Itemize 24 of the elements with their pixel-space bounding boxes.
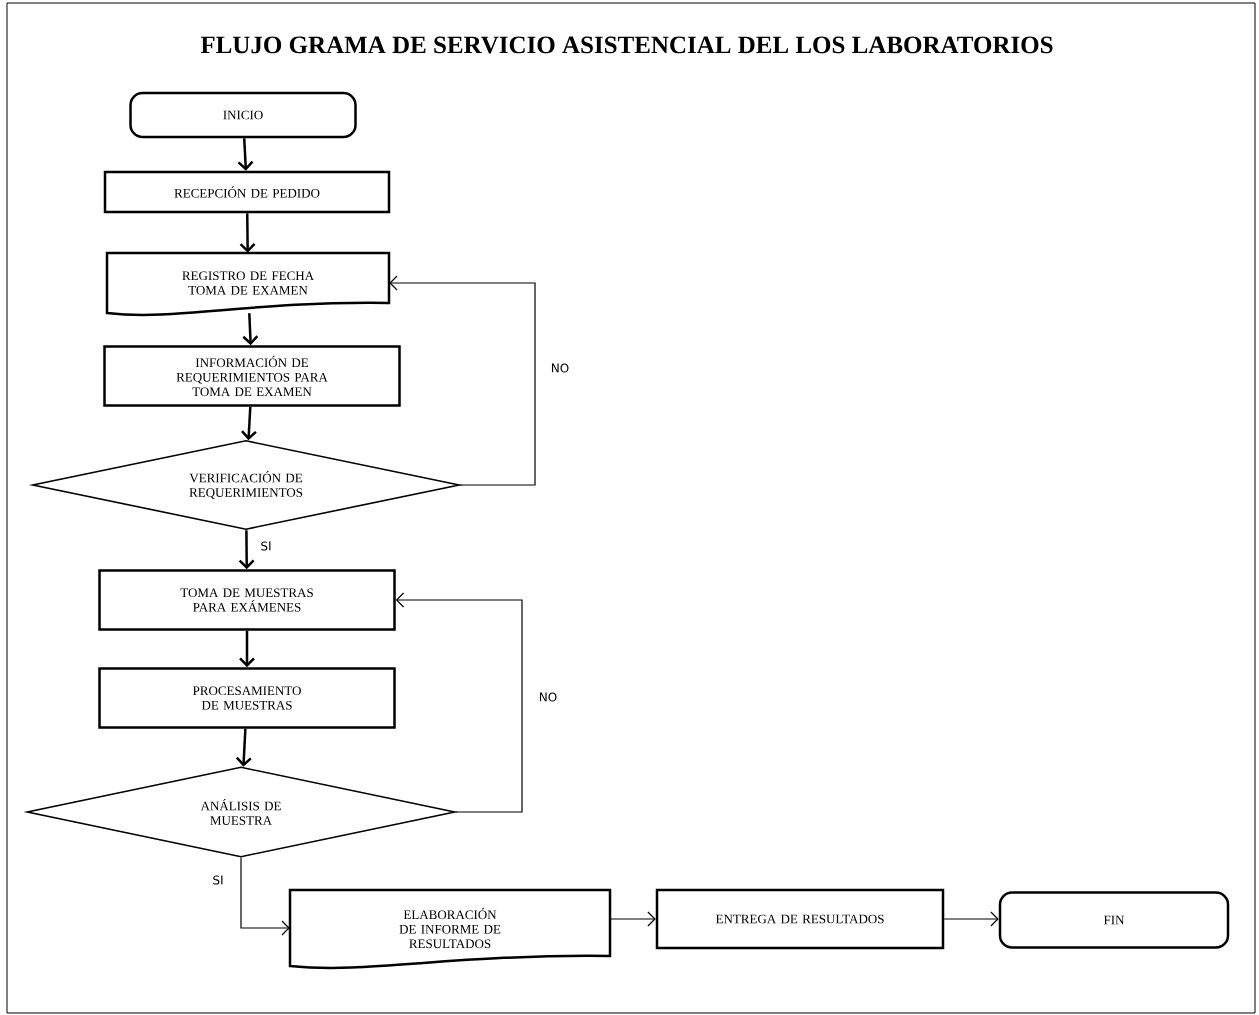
arrow <box>237 138 254 171</box>
arrow <box>239 630 255 668</box>
terminal-box: INICIO <box>129 91 357 139</box>
edge-label: NO <box>537 691 559 703</box>
arrow <box>395 592 523 813</box>
title: FLUJO GRAMA DE SERVICIO ASISTENCIAL DEL LOS LABORATORIOS <box>200 36 1053 54</box>
process-box: ENTREGA DE RESULTADOS <box>655 888 945 950</box>
process-box: PROCESAMIENTO DE MUESTRAS <box>98 667 396 729</box>
edge-label: SI <box>211 874 225 886</box>
arrow <box>239 213 256 253</box>
terminal-box: FIN <box>998 891 1230 949</box>
edge-label: SI <box>259 540 273 552</box>
arrow <box>235 728 252 767</box>
process-box: TOMA DE MUESTRAS PARA EXÁMENES <box>98 569 396 631</box>
arrow <box>241 406 257 441</box>
arrow <box>238 530 255 570</box>
arrow <box>242 313 259 346</box>
arrow <box>389 275 536 486</box>
arrow <box>609 911 656 927</box>
process-box: RECEPCIÓN DE PEDIDO <box>103 170 391 214</box>
arrow <box>943 911 999 927</box>
edge-label: NO <box>549 362 571 374</box>
arrow <box>240 857 290 936</box>
process-box: INFORMACIÓN DE REQUERIMIENTOS PARA TOMA DE EXAMEN <box>103 345 401 407</box>
